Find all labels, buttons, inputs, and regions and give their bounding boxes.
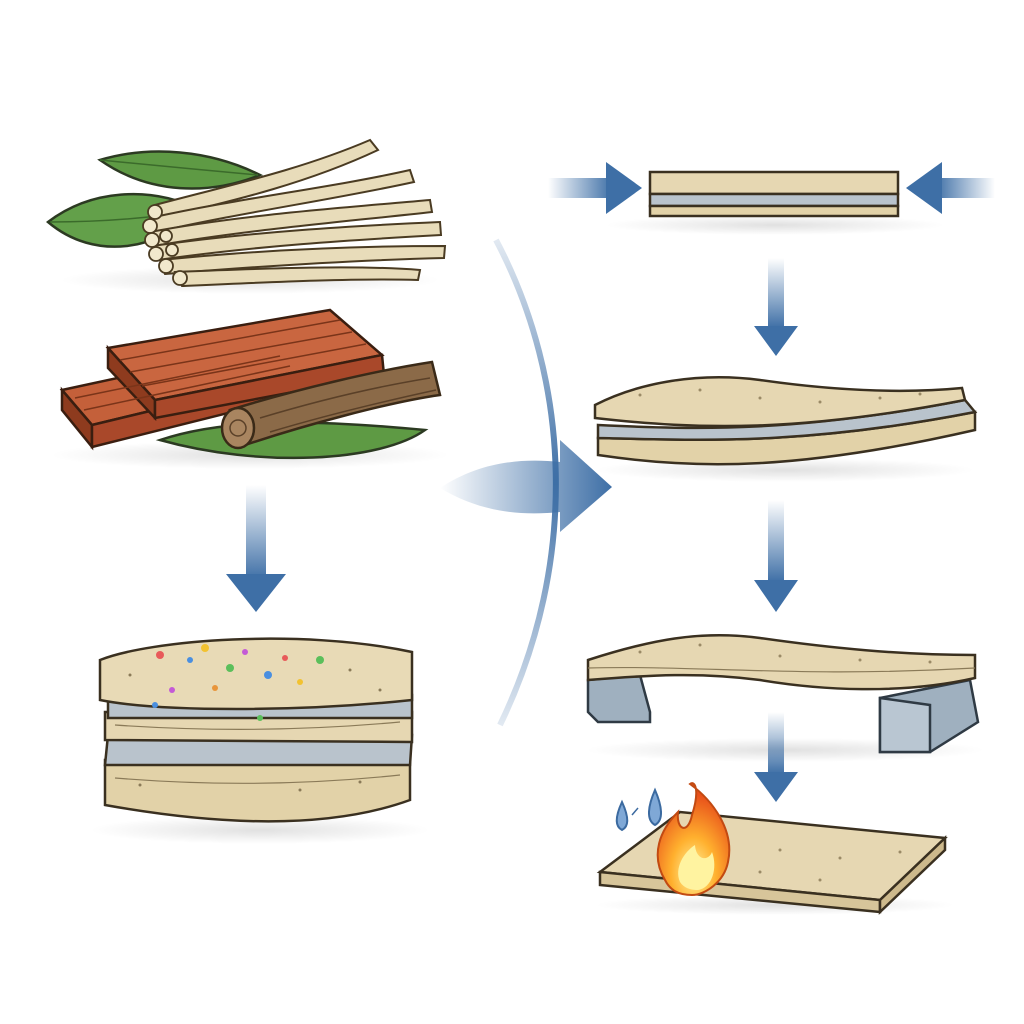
wood-planks-and-log-icon xyxy=(50,308,450,469)
arrow-down-right-1 xyxy=(754,258,798,356)
recycled-particles xyxy=(152,644,324,721)
panel-on-supports-icon xyxy=(585,634,985,762)
compression-arrow-left xyxy=(548,162,642,214)
layered-composite-block-icon xyxy=(90,637,430,844)
plant-fiber-bundle-icon xyxy=(46,138,447,294)
compressed-panel-icon xyxy=(605,170,945,235)
arc-arrow-right xyxy=(440,238,612,727)
panel-fire-water-icon xyxy=(595,782,955,915)
laminated-panel-icon xyxy=(593,376,978,482)
flame-icon xyxy=(656,782,731,897)
arrow-down-right-3 xyxy=(754,712,798,802)
compression-arrow-right xyxy=(906,162,995,214)
arrow-down-left xyxy=(226,485,286,612)
arrow-down-right-2 xyxy=(754,500,798,612)
water-drops-icon xyxy=(615,787,662,832)
